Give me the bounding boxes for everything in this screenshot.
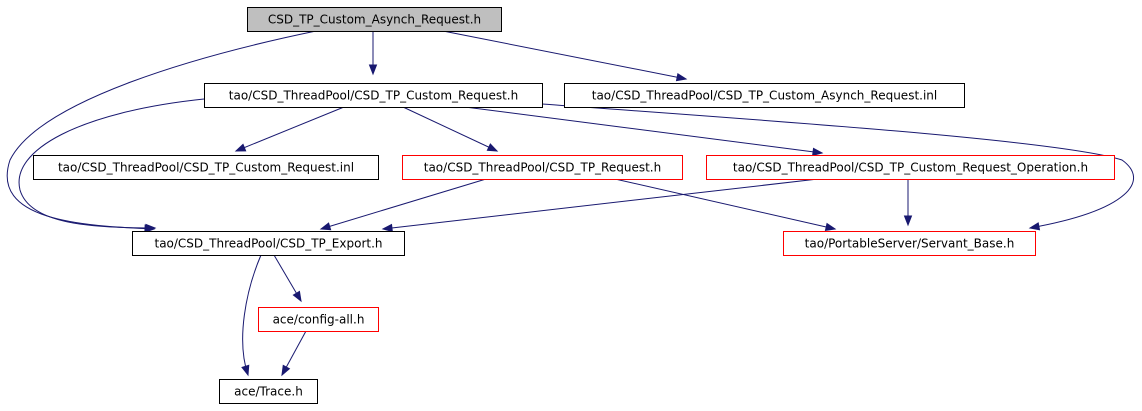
edge-line — [235, 106, 345, 152]
node-export-h[interactable]: tao/CSD_ThreadPool/CSD_TP_Export.h — [132, 231, 405, 256]
edge-root-to-export_h — [6, 30, 317, 233]
node-label: tao/CSD_ThreadPool/CSD_TP_Custom_Request… — [733, 161, 1088, 175]
arrowhead — [241, 364, 250, 377]
edge-custom_request_h-to-export_h — [18, 98, 205, 233]
arrowhead — [292, 290, 302, 303]
edge-line — [541, 103, 1134, 229]
node-label: ace/Trace.h — [234, 385, 303, 399]
node-box — [783, 231, 1036, 256]
node-box — [564, 83, 965, 108]
edge-tp_request_h-to-export_h — [319, 178, 487, 231]
edge-custom_request_h-to-custom_request_inl — [234, 106, 345, 152]
edge-request_operation_h-to-export_h — [381, 178, 819, 233]
node-config-all-h[interactable]: ace/config-all.h — [258, 307, 379, 332]
edge-export_h-to-config_all_h — [273, 254, 302, 303]
arrowhead — [824, 222, 837, 232]
edge-custom_request_h-to-servant_base_h — [541, 103, 1134, 231]
edge-root-to-asynch_request_inl — [442, 30, 688, 82]
node-label: tao/CSD_ThreadPool/CSD_TP_Custom_Asynch_… — [592, 89, 938, 103]
node-label: tao/CSD_ThreadPool/CSD_TP_Export.h — [154, 237, 382, 251]
arrowhead — [675, 73, 688, 82]
node-tp-request-h[interactable]: tao/CSD_ThreadPool/CSD_TP_Request.h — [402, 155, 683, 180]
node-asynch-request-inl[interactable]: tao/CSD_ThreadPool/CSD_TP_Custom_Asynch_… — [564, 83, 965, 108]
node-box — [402, 155, 683, 180]
arrowhead — [903, 215, 913, 227]
edge-line — [442, 30, 687, 80]
node-box — [204, 83, 543, 108]
node-box — [132, 231, 405, 256]
edge-config_all_h-to-trace_h — [281, 330, 307, 377]
node-box — [706, 155, 1115, 180]
edge-export_h-to-trace_h — [241, 254, 262, 377]
edge-line — [464, 106, 823, 154]
edge-line — [18, 98, 205, 229]
arrowhead — [381, 223, 393, 233]
node-box — [247, 7, 502, 32]
node-label: tao/CSD_ThreadPool/CSD_TP_Custom_Request… — [58, 161, 354, 175]
arrowhead — [145, 223, 157, 233]
edges-layer — [6, 30, 1134, 377]
node-label: tao/CSD_ThreadPool/CSD_TP_Custom_Request… — [229, 89, 518, 103]
node-root[interactable]: CSD_TP_Custom_Asynch_Request.h — [247, 7, 502, 32]
node-box — [258, 307, 379, 332]
node-box — [219, 379, 318, 404]
edge-custom_request_h-to-tp_request_h — [402, 106, 499, 152]
edge-line — [402, 106, 498, 152]
node-label: tao/CSD_ThreadPool/CSD_TP_Request.h — [424, 161, 661, 175]
arrowhead — [234, 143, 247, 152]
node-request-operation-h[interactable]: tao/CSD_ThreadPool/CSD_TP_Custom_Request… — [706, 155, 1115, 180]
node-trace-h[interactable]: ace/Trace.h — [219, 379, 318, 404]
edge-request_operation_h-to-servant_base_h — [903, 179, 913, 227]
node-custom-request-h[interactable]: tao/CSD_ThreadPool/CSD_TP_Custom_Request… — [204, 83, 543, 108]
arrowhead — [486, 143, 499, 152]
edge-line — [320, 178, 487, 230]
node-custom-request-inl[interactable]: tao/CSD_ThreadPool/CSD_TP_Custom_Request… — [33, 155, 379, 180]
node-label: CSD_TP_Custom_Asynch_Request.h — [268, 13, 481, 27]
arrowhead — [1028, 222, 1041, 231]
edge-custom_request_h-to-request_operation_h — [464, 106, 824, 156]
nodes-layer: CSD_TP_Custom_Asynch_Request.h tao/CSD_Th… — [33, 7, 1115, 404]
node-label: ace/config-all.h — [273, 313, 365, 327]
node-servant-base-h[interactable]: tao/PortableServer/Servant_Base.h — [783, 231, 1036, 256]
node-box — [33, 155, 379, 180]
arrowhead — [368, 64, 378, 76]
arrowhead — [812, 147, 824, 156]
edge-line — [242, 254, 262, 376]
node-label: tao/PortableServer/Servant_Base.h — [805, 237, 1015, 251]
edge-root-to-custom_request_h — [368, 31, 378, 76]
arrowhead — [281, 364, 291, 377]
edge-tp_request_h-to-servant_base_h — [614, 178, 837, 232]
arrowhead — [319, 222, 332, 231]
edge-line — [382, 178, 819, 230]
edge-line — [614, 178, 836, 230]
edge-line — [6, 30, 317, 230]
